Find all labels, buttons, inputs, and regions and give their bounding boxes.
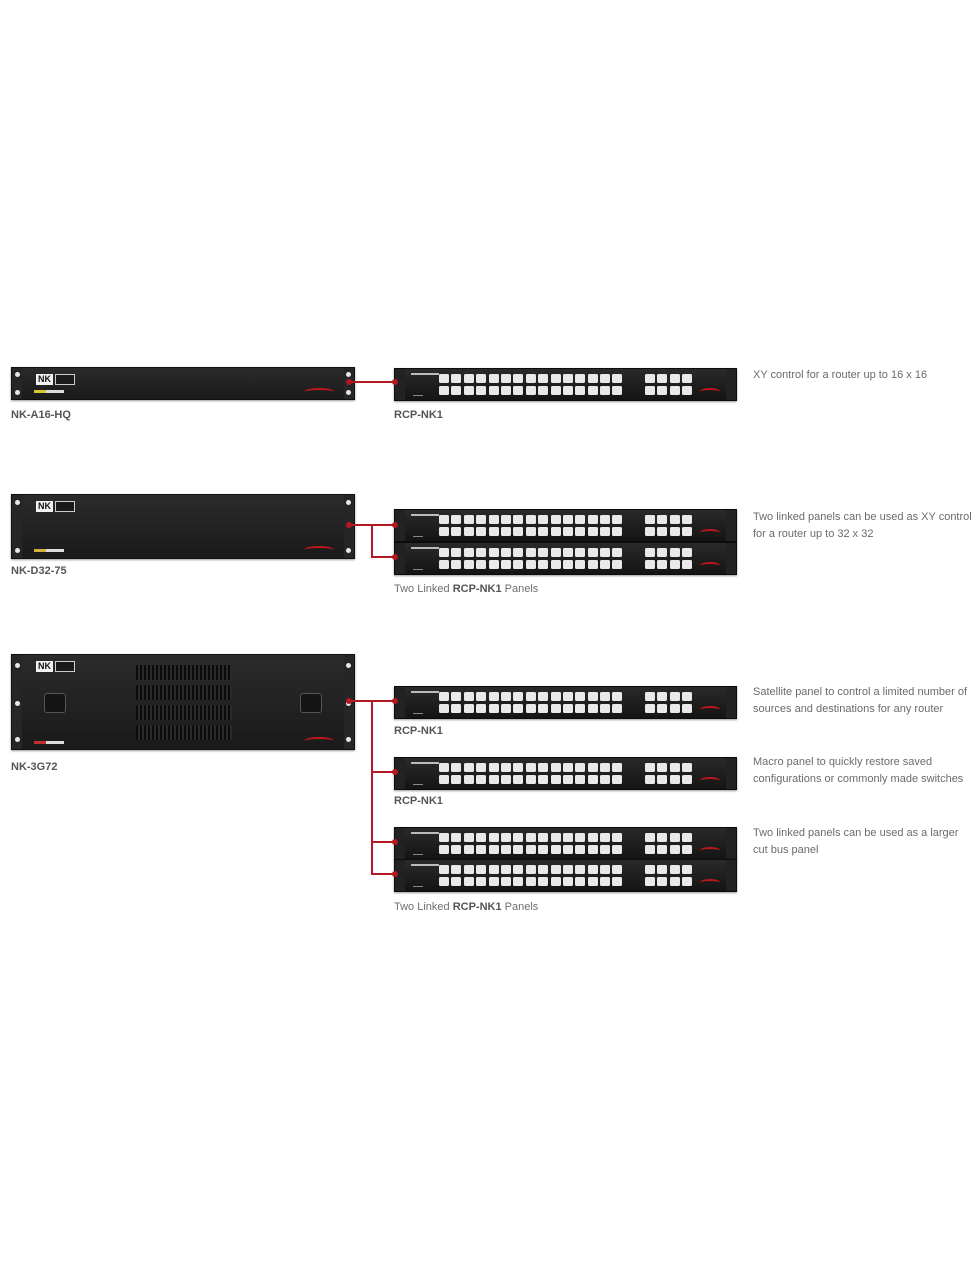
rcp-nk1-panel <box>394 757 737 790</box>
connection-dot <box>392 379 398 385</box>
connection-wire <box>371 873 395 875</box>
connection-dot <box>392 769 398 775</box>
connection-dot <box>392 522 398 528</box>
connection-dot <box>346 522 352 528</box>
description: Two linked panels can be used as XY cont… <box>753 511 972 540</box>
description: Satellite panel to control a limited num… <box>753 686 968 715</box>
panel-label: Two Linked RCP-NK1 Panels <box>394 583 539 595</box>
description: XY control for a router up to 16 x 16 <box>753 369 928 381</box>
router-nk-a16-hq: NK <box>11 367 355 400</box>
rcp-nk1-panel <box>394 509 737 542</box>
connection-dot <box>346 379 352 385</box>
panel-label: RCP-NK1 <box>394 725 443 737</box>
description: Macro panel to quickly restore saved con… <box>753 756 964 785</box>
panel-label: Two Linked RCP-NK1 Panels <box>394 901 539 913</box>
connection-dot <box>392 839 398 845</box>
router-label: NK-3G72 <box>11 761 58 773</box>
router-nk-d32-75: NK <box>11 494 355 559</box>
rcp-nk1-panel <box>394 686 737 719</box>
rcp-nk1-panel <box>394 542 737 575</box>
description: Two linked panels can be used as a large… <box>753 827 959 856</box>
nk-logo: NK <box>36 661 75 672</box>
nk-logo: NK <box>36 374 75 385</box>
connection-dot <box>346 698 352 704</box>
connection-wire <box>371 524 373 557</box>
router-label: NK-A16-HQ <box>11 409 71 421</box>
connection-dot <box>392 698 398 704</box>
router-label: NK-D32-75 <box>11 565 67 577</box>
connection-wire <box>371 700 373 874</box>
panel-label: RCP-NK1 <box>394 795 443 807</box>
rcp-nk1-panel <box>394 368 737 401</box>
connection-wire <box>371 556 395 558</box>
rcp-nk1-panel <box>394 859 737 892</box>
connection-wire <box>349 381 395 383</box>
panel-label: RCP-NK1 <box>394 409 443 421</box>
rcp-nk1-panel <box>394 827 737 860</box>
connection-dot <box>392 554 398 560</box>
nk-logo: NK <box>36 501 75 512</box>
router-nk-3g72: NK <box>11 654 355 750</box>
connection-dot <box>392 871 398 877</box>
connection-wire <box>371 841 395 843</box>
connection-wire <box>371 771 395 773</box>
